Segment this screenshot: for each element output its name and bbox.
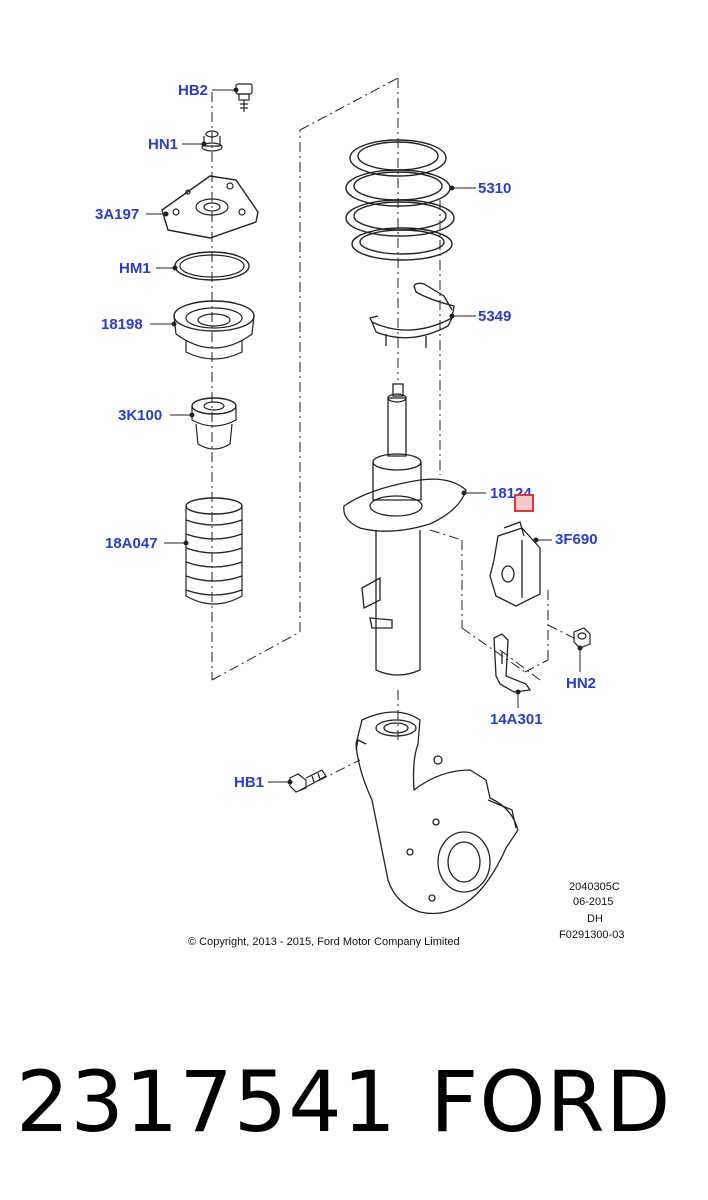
shock-absorber-18124 (343, 383, 467, 676)
bracket-3f690 (489, 521, 541, 607)
label-3k100: 3K100 (118, 407, 163, 424)
ref-figure: F0291300-03 (559, 929, 625, 941)
label-hn1: HN1 (148, 136, 179, 153)
ref-code: 2040305C (569, 881, 620, 893)
bolt-hb2-icon (235, 83, 253, 112)
label-18a047: 18A047 (105, 535, 158, 552)
nut-hn2-icon (573, 627, 591, 649)
bracket-14a301 (493, 633, 532, 693)
label-18198: 18198 (101, 316, 143, 333)
dashed-guides (211, 77, 579, 791)
steering-knuckle (355, 711, 519, 915)
label-3f690: 3F690 (555, 531, 598, 548)
bolt-hb1-icon (289, 769, 327, 793)
spring-seat-5349 (369, 282, 455, 348)
copyright-notice: © Copyright, 2013 - 2015, Ford Motor Com… (188, 936, 460, 948)
label-hb1: HB1 (234, 774, 265, 791)
ref-date: 06-2015 (573, 896, 614, 908)
brand-name: FORD (430, 1053, 672, 1151)
part-number: 2317541 (16, 1053, 398, 1151)
label-14a301: 14A301 (490, 711, 543, 728)
label-5310: 5310 (478, 180, 512, 197)
bump-stop-3k100 (191, 397, 237, 450)
coil-spring-5310 (345, 139, 455, 261)
label-hn2: HN2 (566, 675, 597, 692)
leader-lines (146, 87, 583, 785)
label-5349: 5349 (478, 308, 512, 325)
label-hm1: HM1 (119, 260, 151, 277)
label-hb2: HB2 (178, 82, 209, 99)
strut-exploded-diagram (146, 77, 591, 915)
label-3a197: 3A197 (95, 206, 140, 223)
highlight-marker (514, 494, 534, 512)
bearing-18198 (173, 300, 255, 360)
dust-boot-18a047 (185, 497, 243, 605)
top-mount-3a197 (161, 175, 259, 239)
ref-region: DH (587, 913, 603, 925)
nut-hn1-icon (201, 130, 223, 152)
